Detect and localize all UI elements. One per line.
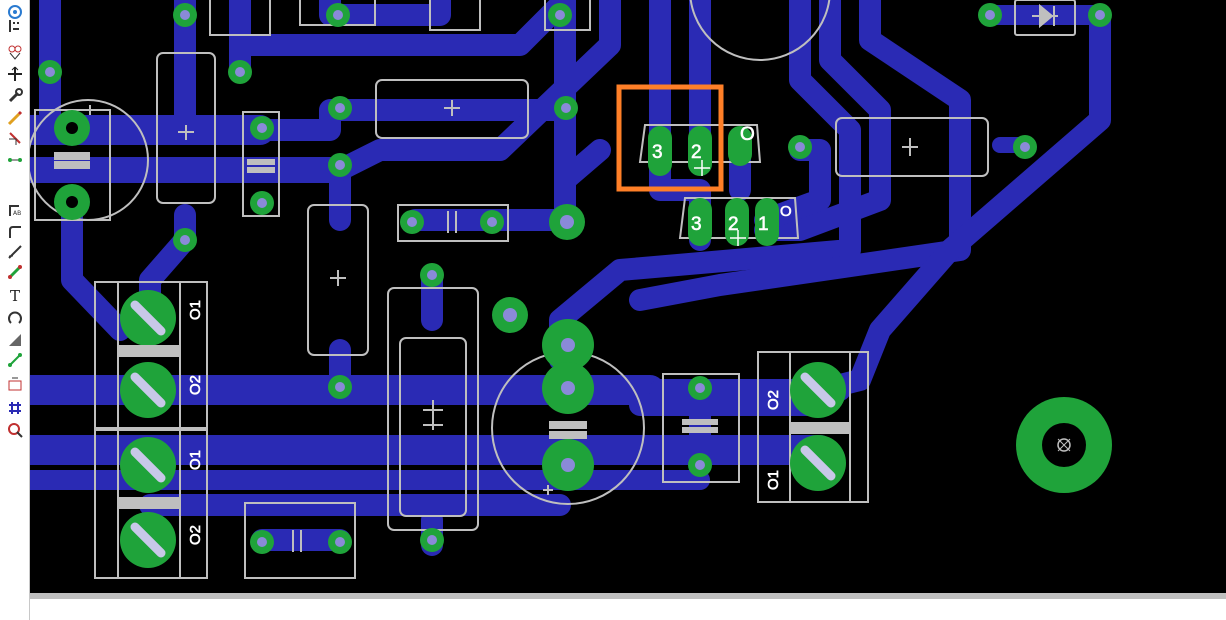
attribute-tool-icon[interactable] bbox=[5, 374, 25, 394]
pad[interactable] bbox=[728, 126, 752, 166]
drc-tool-icon[interactable] bbox=[5, 420, 25, 440]
origin-markers bbox=[694, 160, 746, 246]
arc-tool-icon[interactable] bbox=[5, 308, 25, 328]
autoroute-tool-icon[interactable] bbox=[5, 242, 25, 262]
text-tool-icon[interactable]: T bbox=[9, 287, 20, 305]
regulator-pin-label-3: 3 bbox=[691, 214, 702, 235]
polygon-tool-icon[interactable] bbox=[5, 330, 25, 350]
signal-tool-icon[interactable] bbox=[5, 350, 25, 370]
terminal-label: O1 bbox=[187, 300, 204, 320]
ic-pin-label-1: O bbox=[740, 124, 755, 145]
wire-tool-icon[interactable] bbox=[5, 108, 25, 128]
component-marks bbox=[54, 3, 1058, 552]
regulator-pin-label-1: 1 bbox=[758, 214, 769, 235]
copy-tool-icon[interactable] bbox=[5, 42, 25, 62]
pad[interactable] bbox=[648, 126, 672, 176]
ic-pin-label-3: 3 bbox=[652, 142, 663, 163]
trace[interactable] bbox=[61, 194, 131, 341]
pad[interactable] bbox=[688, 198, 712, 246]
bend-tool-icon[interactable]: AB bbox=[5, 200, 25, 220]
move-tool-icon[interactable] bbox=[5, 64, 25, 84]
board-outline bbox=[30, 593, 1226, 599]
route-tool-icon[interactable] bbox=[5, 222, 25, 242]
drill-layer bbox=[45, 10, 1105, 558]
silkscreen-layer bbox=[30, 0, 1076, 579]
trace[interactable] bbox=[809, 4, 1111, 401]
ripup-tool-icon[interactable] bbox=[5, 128, 25, 148]
trace[interactable] bbox=[229, 0, 571, 81]
regulator-pin-label-2: 2 bbox=[728, 214, 739, 235]
ratsnest-tool-icon[interactable] bbox=[5, 398, 25, 418]
trace[interactable] bbox=[251, 99, 571, 141]
regulator-orientation-mark: O bbox=[780, 203, 792, 220]
trace[interactable] bbox=[754, 0, 891, 241]
split-tool-icon[interactable] bbox=[5, 150, 25, 170]
terminal-label: O2 bbox=[187, 525, 204, 545]
terminal-label: O1 bbox=[187, 450, 204, 470]
board-margin bbox=[30, 599, 1226, 620]
board-canvas[interactable]: 3 2 O 3 2 1 O O1 O2 O1 O2 O2 O1 bbox=[30, 0, 1226, 620]
via-tool-icon[interactable] bbox=[5, 262, 25, 282]
pad[interactable] bbox=[725, 198, 749, 246]
info-tool-icon[interactable] bbox=[5, 2, 25, 22]
mark-tool-icon[interactable] bbox=[5, 16, 25, 36]
svg-text:AB: AB bbox=[13, 210, 21, 217]
trace[interactable] bbox=[329, 0, 621, 181]
change-tool-icon[interactable] bbox=[5, 86, 25, 106]
pin-labels: 3 2 O 3 2 1 O O1 O2 O1 O2 O2 O1 bbox=[187, 124, 792, 546]
terminal-label: O1 bbox=[765, 470, 782, 490]
pcb-layout: 3 2 O 3 2 1 O O1 O2 O1 O2 O2 O1 bbox=[30, 0, 1226, 620]
pad[interactable] bbox=[755, 198, 779, 246]
selection-highlight bbox=[616, 84, 724, 192]
terminal-label: O2 bbox=[187, 375, 204, 395]
pad[interactable] bbox=[688, 126, 712, 176]
ic-pin-label-2: 2 bbox=[691, 142, 702, 163]
tool-palette: AB T bbox=[0, 0, 30, 620]
terminal-label: O2 bbox=[765, 390, 782, 410]
